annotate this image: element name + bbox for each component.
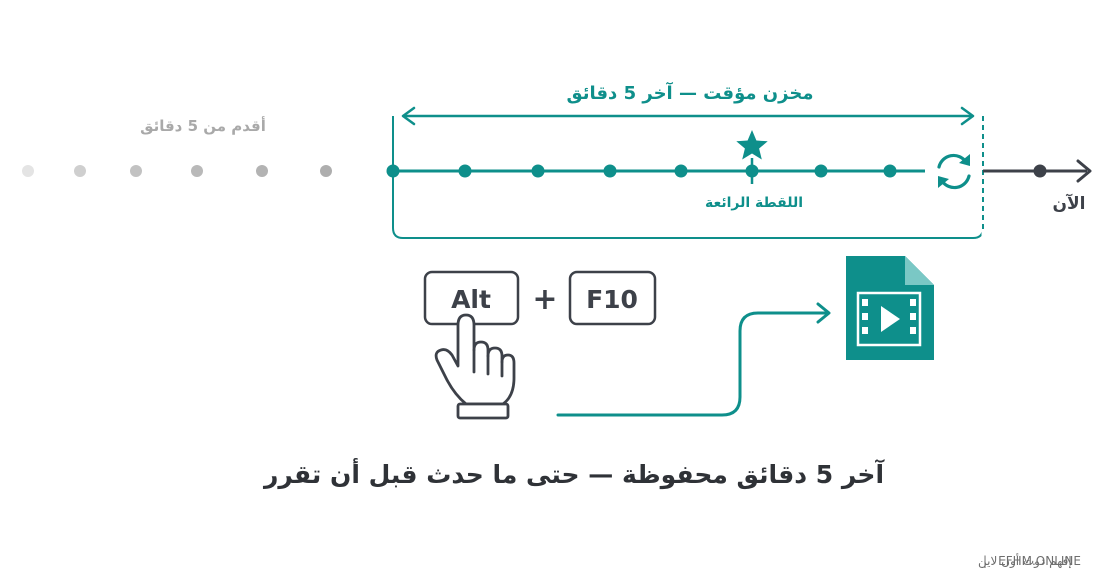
footer-site-name: إفهم دوت أون لاين: [978, 553, 1072, 569]
buffer-span-arrow: [401, 106, 975, 126]
save-flow-arrowhead: [816, 302, 831, 324]
footer: EFHM.ONLINE | إفهم دوت أون لاين: [978, 553, 1081, 569]
save-flow-arrow: [556, 311, 828, 417]
alt-key-label: Alt: [451, 285, 491, 314]
moment-label: اللقطة الرائعة: [705, 195, 803, 211]
timeline-dot: [674, 164, 688, 178]
footer-brand: EFHM.ONLINE: [998, 554, 1081, 568]
moment-marker: [736, 130, 768, 184]
f10-key: F10: [568, 270, 657, 326]
timeline-dot: [386, 164, 400, 178]
timeline-dot: [320, 165, 332, 177]
f10-key-label: F10: [586, 285, 638, 314]
old-label: أقدم من 5 دقائق: [140, 116, 266, 135]
timeline-old-dots: [22, 165, 332, 177]
timeline-dot: [256, 165, 268, 177]
star-icon: [736, 130, 768, 160]
timeline-dot: [130, 165, 142, 177]
timeline-dot: [74, 165, 86, 177]
refresh-icon: [937, 153, 971, 190]
timeline-dot: [191, 165, 203, 177]
timeline-dot: [458, 164, 472, 178]
footer-separator: |: [983, 554, 987, 568]
plus-sign: +: [532, 282, 557, 317]
timeline-dot: [814, 164, 828, 178]
timeline-dot: [22, 165, 34, 177]
buffer-label: مخزن مؤقت — آخر 5 دقائق: [567, 81, 814, 104]
timeline-dot: [531, 164, 545, 178]
timeline-dot: [603, 164, 617, 178]
video-file-icon: [846, 256, 934, 360]
timeline-dot: [883, 164, 897, 178]
hand-pointer-icon: [434, 313, 516, 420]
buffer-bracket: [392, 116, 984, 239]
timeline-arrowhead: [1076, 159, 1092, 183]
now-dot: [1033, 164, 1047, 178]
caption: آخر 5 دقائق محفوظة — حتى ما حدث قبل أن ت…: [262, 458, 885, 490]
now-label: الآن: [1053, 193, 1086, 214]
